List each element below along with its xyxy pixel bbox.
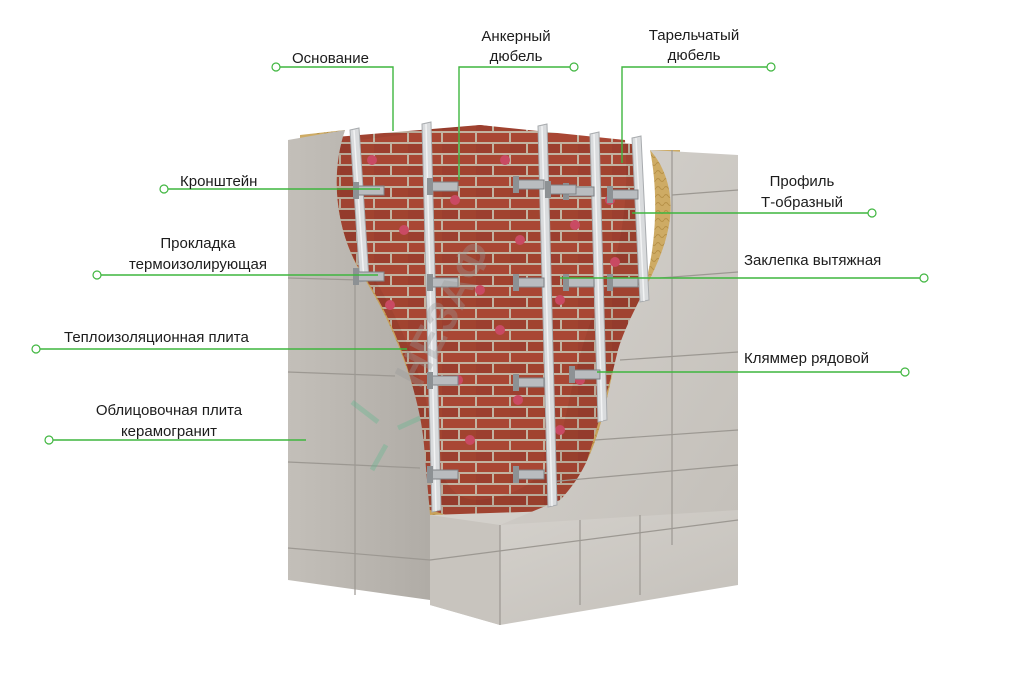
bracket-9 — [565, 277, 595, 288]
anchor-dowel-11 — [570, 220, 580, 230]
anchor-dowel-3 — [450, 195, 460, 205]
label-ankernyi-line1: Анкерный — [481, 28, 551, 45]
watermark-arrows — [350, 400, 422, 472]
anchor-dowel-1 — [367, 155, 377, 165]
leader-endpoints — [31, 62, 929, 445]
label-kronshtein: Кронштейн — [180, 173, 258, 190]
cladding-right — [500, 150, 738, 525]
bracket-plate-16 — [545, 181, 551, 198]
tile-joints — [287, 150, 739, 625]
bracket-plate-12 — [513, 374, 519, 391]
bracket-plate-14 — [427, 466, 433, 483]
label-zaklepka: Заклепка вытяжная — [744, 252, 882, 269]
label-teploizolyacia: Теплоизоляционная плита — [64, 329, 249, 346]
bracket-10 — [609, 277, 639, 288]
anchor-dowel-8 — [495, 325, 505, 335]
anchor-dowel-14 — [465, 435, 475, 445]
label-klyammer: Кляммер рядовой — [744, 350, 870, 367]
bracket-5 — [609, 189, 639, 200]
brackets — [353, 176, 639, 483]
bracket-plate-5 — [607, 186, 613, 203]
bracket-plate-3 — [513, 176, 519, 193]
anchor-dowel-6 — [515, 235, 525, 245]
bracket-plate-8 — [513, 274, 519, 291]
bracket-plate-11 — [427, 372, 433, 389]
label-oblicovochnaya-line1: Облицовочная плита — [95, 402, 243, 419]
bracket-12 — [515, 377, 545, 388]
bracket-plate-6 — [353, 268, 359, 285]
anchor-dowel-16 — [385, 300, 395, 310]
label-profil-line2: Т-образный — [761, 194, 843, 211]
label-prokladka-line2: термоизолирующая — [128, 256, 267, 273]
bracket-13 — [571, 369, 601, 380]
t-profiles — [349, 121, 650, 513]
anchor-dowel-15 — [555, 425, 565, 435]
bracket-16 — [547, 184, 577, 195]
label-oblicovochnaya-line2: керамогранит — [120, 423, 218, 440]
anchor-dowel-13 — [610, 257, 620, 267]
leader-lines — [36, 66, 924, 441]
label-osnovanie: Основание — [292, 50, 369, 67]
bracket-6 — [355, 271, 385, 282]
anchor-dowel-7 — [555, 295, 565, 305]
bracket-14 — [429, 469, 459, 480]
leader-osnovanie — [276, 66, 394, 131]
bracket-15 — [515, 469, 545, 480]
bracket-1 — [355, 185, 385, 196]
leader-tarelchatyi — [621, 66, 771, 163]
anchor-dowel-4 — [475, 285, 485, 295]
bracket-plate-7 — [427, 274, 433, 291]
bracket-plate-9 — [563, 274, 569, 291]
bracket-plate-13 — [569, 366, 575, 383]
bracket-plate-15 — [513, 466, 519, 483]
bracket-8 — [515, 277, 545, 288]
label-prokladka-line1: Прокладка — [160, 235, 236, 252]
bracket-plate-10 — [607, 274, 613, 291]
label-tarelchatyi-line2: дюбель — [667, 47, 721, 64]
anchor-dowel-2 — [399, 225, 409, 235]
label-ankernyi-line2: дюбель — [489, 48, 543, 65]
label-tarelchatyi-line1: Тарельчатый — [648, 27, 740, 44]
profile-highlight-1 — [353, 129, 365, 282]
bracket-3 — [515, 179, 545, 190]
label-profil-line1: Профиль — [769, 173, 835, 190]
anchor-dowel-5 — [500, 155, 510, 165]
profile-highlight-5 — [635, 137, 645, 302]
leader-ankernyi — [458, 66, 574, 180]
cladding-left — [288, 130, 738, 625]
anchor-dowel-10 — [513, 395, 523, 405]
bracket-plate-1 — [353, 182, 359, 199]
bracket-plate-2 — [427, 178, 433, 195]
bracket-2 — [429, 181, 459, 192]
